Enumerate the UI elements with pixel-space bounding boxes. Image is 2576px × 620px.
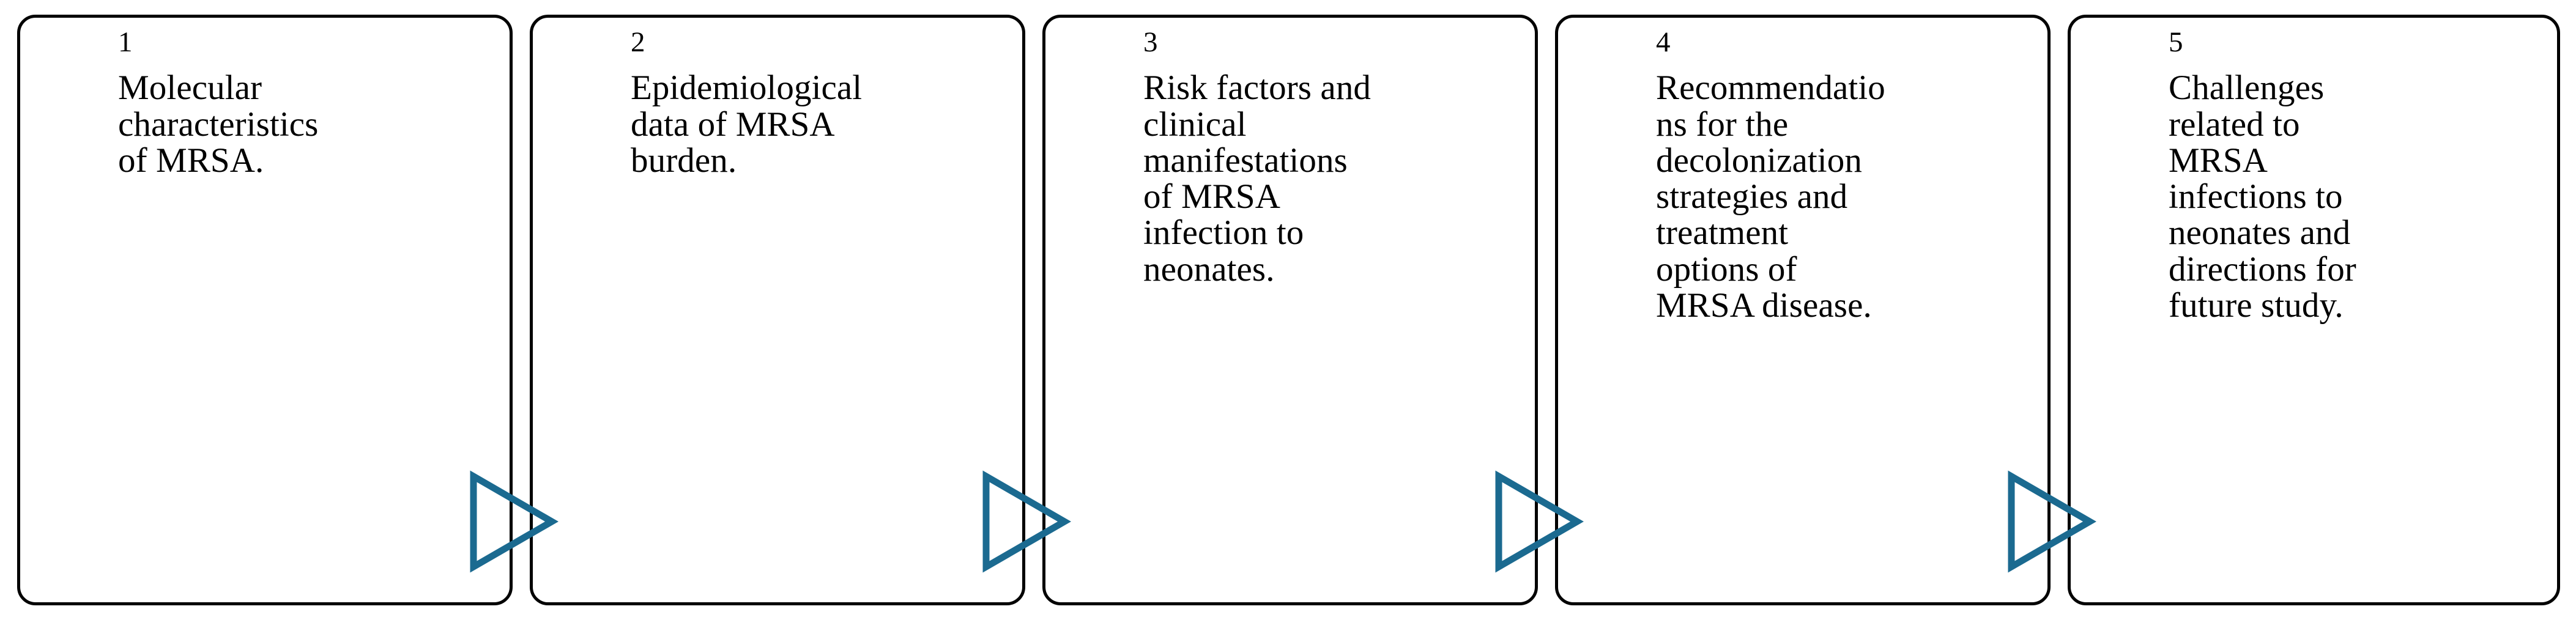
step-number-label: 4: [1656, 26, 1671, 58]
step-number-label: 5: [2169, 26, 2183, 58]
step-body-text: Challenges related to MRSA infections to…: [2169, 68, 2356, 325]
step-body-text: Recommendatio ns for the decolonization …: [1656, 68, 1885, 325]
step-number-label: 1: [118, 26, 133, 58]
step-number-label: 3: [1143, 26, 1158, 58]
step-number-label: 2: [631, 26, 645, 58]
step-body-text: Risk factors and clinical manifestations…: [1143, 68, 1372, 289]
step-body-text: Epidemiological data of MRSA burden.: [631, 68, 863, 180]
step-body-text: Molecular characteristics of MRSA.: [118, 68, 319, 180]
